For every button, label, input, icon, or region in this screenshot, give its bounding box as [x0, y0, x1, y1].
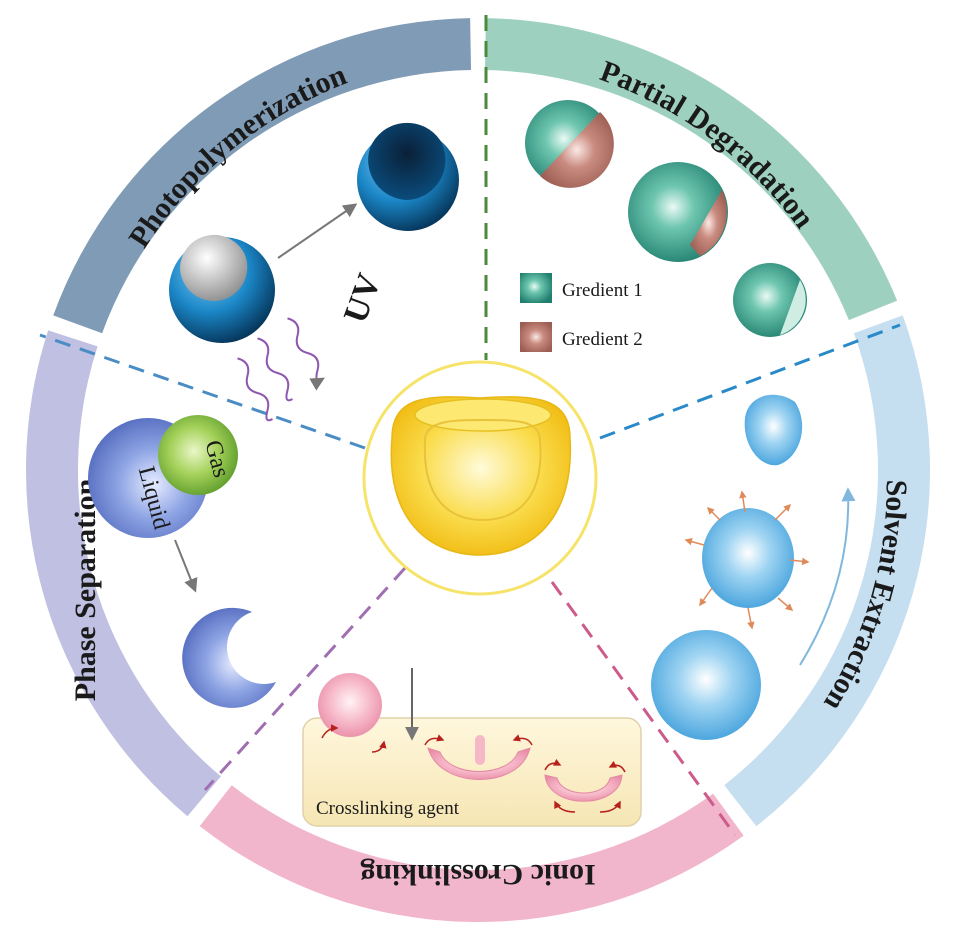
pink-cup-shape-1	[427, 747, 531, 780]
cl-arrow-4	[512, 734, 533, 746]
crosslinking-arrows	[321, 724, 626, 813]
outer-ring	[25, 18, 930, 923]
uv-waves	[237, 317, 325, 422]
divider-left	[39, 333, 366, 450]
solvent-diffusion-arrows	[684, 490, 810, 630]
diffusion-arrow-2	[774, 503, 792, 521]
label-ionic-crosslinking: Ionic Crosslinking	[360, 858, 595, 891]
pink-cup-shape-2	[544, 774, 623, 802]
cl-arrow-1	[321, 724, 339, 739]
cl-arrow-5	[544, 758, 562, 771]
center-capsule-body	[390, 396, 572, 556]
cl-arrow-3	[424, 734, 445, 746]
cl-arrow-2	[371, 740, 387, 753]
legend-swatch-gradient-2	[520, 322, 552, 352]
phase-separation-scene: Liquid Gas	[88, 415, 276, 708]
center-capsule-inner	[423, 419, 542, 522]
degradation-sphere-3-cut	[780, 280, 806, 335]
legend-label-gradient-1: Gredient 1	[562, 280, 643, 301]
partial-degradation-scene: Gredient 1 Gredient 2	[520, 100, 807, 352]
label-phase-separation: Phase Separation	[69, 478, 102, 701]
solvent-droplet-medium	[702, 508, 794, 608]
ring-segment-solvent-extraction	[724, 315, 930, 827]
degradation-sphere-1-gradient2	[540, 112, 614, 188]
diffusion-arrow-8	[706, 506, 721, 521]
cl-arrow-8	[599, 800, 621, 813]
divider-right	[599, 323, 901, 440]
arrow-photo	[277, 203, 358, 259]
legend-label-gradient-2: Gredient 2	[562, 329, 643, 350]
solvent-droplet-large	[651, 630, 761, 740]
hollow-capsule-opening	[368, 122, 446, 200]
ring-segment-ionic-crosslinking	[199, 785, 744, 923]
diffusion-arrow-4	[777, 597, 794, 611]
diffusion-arrow-5	[747, 607, 755, 630]
hollow-crescent-capsule	[182, 607, 276, 708]
uv-label: UV	[337, 269, 389, 328]
ring-segment-photopolymerization	[53, 18, 472, 334]
diffusion-arrow-1	[739, 490, 747, 513]
cl-arrow-7	[554, 800, 576, 813]
crosslinking-agent-label: Crosslinking agent	[316, 798, 460, 819]
center-capsule-opening	[414, 398, 552, 432]
segment-dividers	[39, 15, 901, 836]
divider-bottom-left	[203, 566, 407, 792]
uv-wave-2	[257, 337, 293, 402]
center-capsule	[362, 360, 598, 596]
gas-bubble	[158, 415, 238, 495]
ring-segment-phase-separation	[25, 330, 221, 817]
divider-bottom-right	[550, 581, 737, 836]
ionic-crosslinking-scene: Crosslinking agent	[302, 668, 642, 827]
diffusion-arrow-7	[684, 537, 705, 546]
ring-segment-partial-degradation	[484, 18, 898, 321]
degradation-sphere-2-gradient2	[690, 190, 727, 256]
cl-arrow-6	[608, 760, 626, 773]
uv-wave-3	[237, 357, 273, 422]
legend-swatch-gradient-1	[520, 273, 552, 303]
droplet-grey-core	[180, 234, 248, 301]
uv-wave-1	[287, 317, 325, 391]
solvent-extraction-scene	[651, 394, 856, 740]
solvent-capsule-small	[744, 394, 803, 466]
pink-droplet	[318, 673, 382, 737]
diffusion-arrow-3	[789, 557, 810, 566]
pink-cup-stem	[475, 735, 485, 765]
solvent-process-arrow	[799, 487, 856, 666]
arrow-phase	[174, 539, 198, 593]
diffusion-arrow-6	[699, 587, 713, 607]
photopolymerization-scene: UV	[169, 122, 459, 422]
